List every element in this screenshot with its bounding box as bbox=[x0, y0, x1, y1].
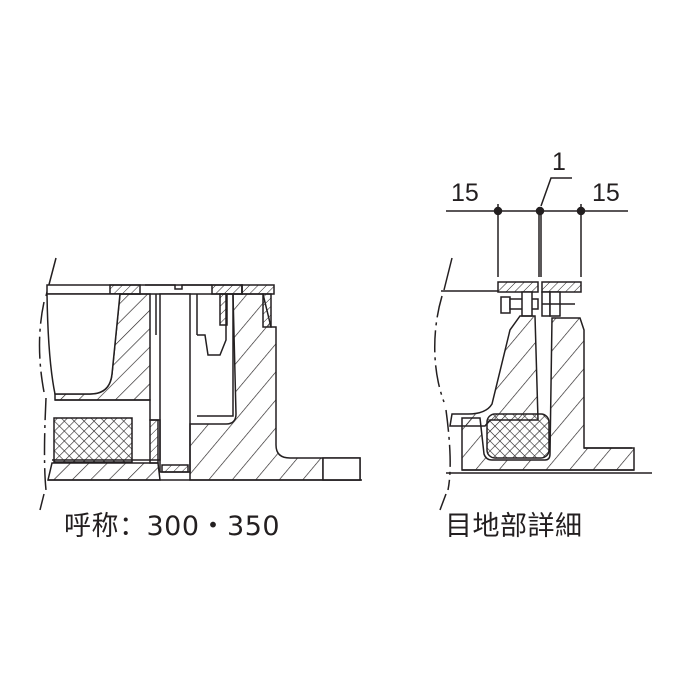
dimension-center-joint: 1 bbox=[552, 148, 566, 176]
left-figure-caption: 呼称：300・350 bbox=[64, 511, 281, 542]
dimension-left-gap: 15 bbox=[451, 179, 479, 207]
joint-detail-drawing bbox=[433, 177, 652, 511]
right-figure-caption: 目地部詳細 bbox=[445, 511, 583, 542]
dimension-right-gap: 15 bbox=[592, 179, 620, 207]
left-section-drawing bbox=[38, 257, 362, 511]
